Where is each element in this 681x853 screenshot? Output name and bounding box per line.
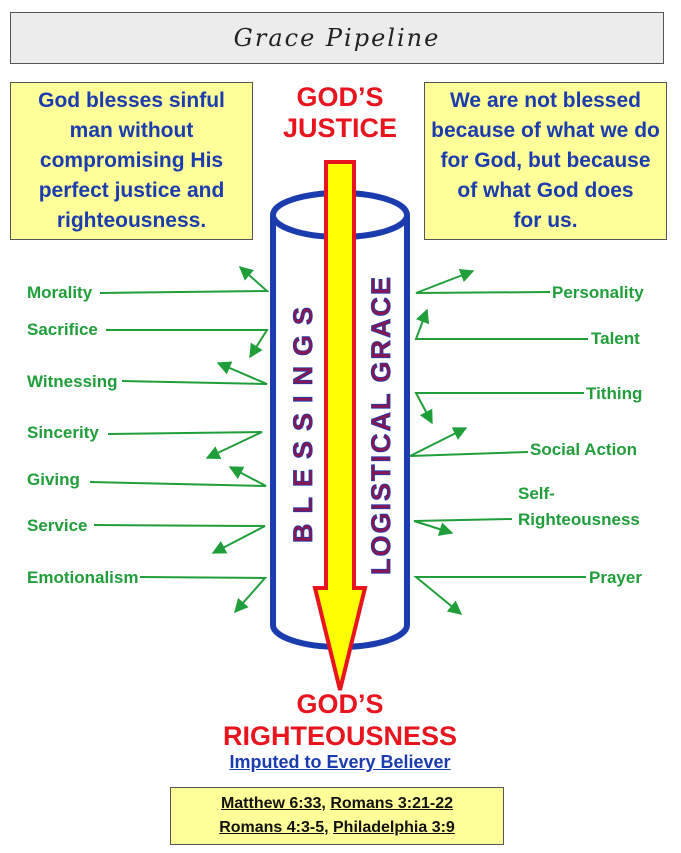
left-deflections xyxy=(89,266,270,614)
deflect-giving xyxy=(89,466,267,487)
left-note-line: compromising His xyxy=(39,149,224,172)
reference-line-1: Matthew 6:33, Romans 3:21-22 xyxy=(171,792,503,816)
scripture-references: Matthew 6:33, Romans 3:21-22 Romans 4:3-… xyxy=(170,787,504,845)
reference-link[interactable]: Romans 4:3-5 xyxy=(219,819,325,836)
label-self: Self- xyxy=(518,484,555,503)
page-title: Grace Pipeline xyxy=(10,12,664,64)
right-note-line: because of what we do xyxy=(431,119,660,142)
gods-righteousness-label: GOD’S RIGHTEOUSNESS xyxy=(200,688,480,752)
right-note: We are not blessed because of what we do… xyxy=(424,82,667,240)
label-morality: Morality xyxy=(27,283,93,302)
right-note-line: We are not blessed xyxy=(449,89,641,112)
deflect-witnessing xyxy=(121,361,268,385)
deflect-service xyxy=(93,524,266,554)
reference-line-2: Romans 4:3-5, Philadelphia 3:9 xyxy=(171,816,503,840)
deflect-sincerity xyxy=(107,431,263,459)
label-witnessing: Witnessing xyxy=(27,372,118,391)
gods-justice-label: GOD’S JUSTICE xyxy=(270,82,410,144)
logistical-grace-text: LOGISTICAL GRACE xyxy=(366,275,396,575)
left-note-line: perfect justice and xyxy=(38,179,225,202)
reference-separator: , xyxy=(321,795,331,812)
deflect-prayer xyxy=(413,576,586,615)
blessings-text: BLESSINGS xyxy=(288,297,318,543)
deflect-personality xyxy=(415,269,551,294)
label-emotionalism: Emotionalism xyxy=(27,568,139,587)
right-note-line: of what God does xyxy=(457,179,634,202)
bottom-label-line: RIGHTEOUSNESS xyxy=(222,721,458,751)
deflect-emotionalism xyxy=(139,576,268,614)
label-tithing: Tithing xyxy=(586,384,643,403)
left-note: God blesses sinful man without compromis… xyxy=(10,82,253,240)
reference-link[interactable]: Romans 3:21-22 xyxy=(330,795,454,812)
left-note-line: righteousness. xyxy=(56,209,207,232)
top-label-line: JUSTICE xyxy=(282,113,398,143)
left-note-line: God blesses sinful xyxy=(38,89,225,112)
label-sacrifice: Sacrifice xyxy=(27,320,98,339)
label-giving: Giving xyxy=(27,470,80,489)
right-note-line: for us. xyxy=(513,209,578,232)
reference-link[interactable]: Matthew 6:33 xyxy=(220,795,322,812)
grace-arrow xyxy=(312,160,368,691)
deflect-talent xyxy=(414,308,588,340)
deflect-sacrifice xyxy=(106,329,269,359)
deflect-tithing xyxy=(414,392,584,425)
imputed-sublabel: Imputed to Every Believer xyxy=(229,752,451,772)
label-righteousness: Righteousness xyxy=(518,510,640,529)
deflect-morality xyxy=(99,266,270,294)
label-prayer: Prayer xyxy=(589,568,642,587)
label-social-action: Social Action xyxy=(530,440,638,459)
label-service: Service xyxy=(27,516,88,535)
deflect-social-action xyxy=(409,427,529,457)
reference-link[interactable]: Philadelphia 3:9 xyxy=(333,819,455,836)
top-label-line: GOD’S xyxy=(296,82,384,112)
deflect-self-righteousness xyxy=(413,518,513,536)
label-talent: Talent xyxy=(591,329,640,348)
right-note-line: for God, but because xyxy=(440,149,651,172)
label-personality: Personality xyxy=(552,283,644,302)
bottom-label-line: GOD’S xyxy=(296,689,384,719)
left-note-line: man without xyxy=(69,119,194,142)
label-sincerity: Sincerity xyxy=(27,423,99,442)
reference-separator: , xyxy=(324,819,333,836)
right-deflections xyxy=(409,269,588,615)
